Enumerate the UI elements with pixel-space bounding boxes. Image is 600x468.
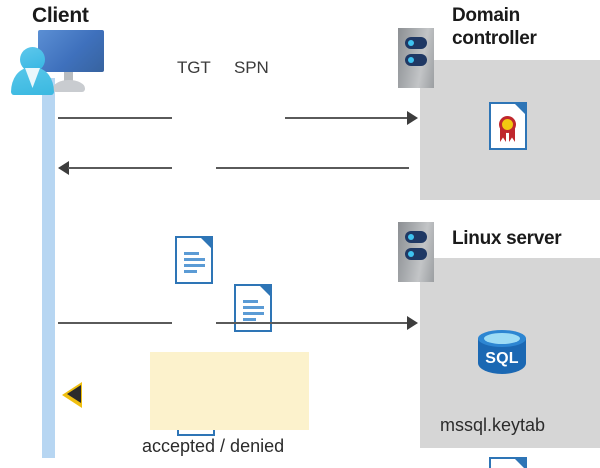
flow-present-arrowhead [407, 316, 418, 330]
flow-request-line-right [285, 117, 409, 119]
sql-cylinder-inner-top [484, 333, 520, 344]
spn-label: SPN [234, 58, 269, 77]
client-title: Client [32, 4, 89, 27]
domain-controller-server-rack-icon [398, 28, 434, 88]
linux-server-title: Linux server [452, 228, 562, 249]
keytab-file-label: mssql.keytab [440, 415, 546, 435]
result-caption: accepted / denied [142, 436, 285, 456]
domain-controller-title-line1: Domain [452, 5, 520, 26]
monitor-screen-icon [38, 30, 104, 72]
sql-database-icon: SQL [478, 330, 526, 382]
client-computer-icon [6, 30, 104, 95]
medal-ribbon-left-icon [500, 126, 506, 142]
tgt-document-icon [175, 236, 213, 284]
flow-request-line-left [58, 117, 172, 119]
certificate-document-icon [489, 102, 527, 150]
person-head-icon [20, 47, 45, 72]
result-arrowhead-core [67, 385, 81, 403]
keytab-document-icon [489, 457, 527, 468]
flow-ticket-line-right [216, 167, 409, 169]
result-highlight-box [150, 352, 309, 430]
domain-controller-title-line2: controller [452, 28, 537, 49]
flow-ticket-arrowhead [58, 161, 69, 175]
medal-ribbon-right-icon [509, 126, 515, 142]
spn-document-icon [234, 284, 272, 332]
medal-center-icon [502, 119, 513, 130]
tgt-label: TGT [177, 58, 211, 77]
sql-label: SQL [485, 350, 519, 367]
flow-present-line-right [216, 322, 409, 324]
flow-ticket-line-left [68, 167, 172, 169]
client-lifeline [42, 78, 55, 458]
monitor-base-icon [53, 80, 85, 92]
domain-controller-title: Domain controller [452, 4, 598, 50]
monitor-neck-icon [64, 72, 73, 82]
flow-present-line-left [58, 322, 172, 324]
linux-server-rack-icon [398, 222, 434, 282]
flow-request-arrowhead [407, 111, 418, 125]
